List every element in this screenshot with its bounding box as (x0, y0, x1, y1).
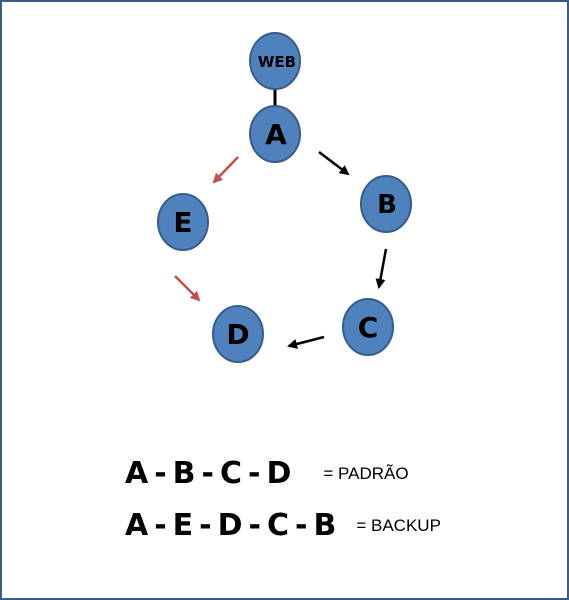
node-b-label: B (377, 190, 397, 220)
legend-backup-sequence: A - E - D - C - B (125, 508, 336, 543)
node-e: E (157, 193, 209, 251)
seq-item: C (220, 456, 243, 491)
legend-backup: A - E - D - C - B = BACKUP (125, 508, 441, 543)
node-c: C (342, 298, 394, 356)
seq-separator: - (154, 456, 167, 491)
arrow-b-c (375, 248, 388, 289)
arrow-e-d (174, 275, 201, 302)
seq-item: E (172, 508, 194, 543)
seq-item: A (125, 456, 149, 491)
node-a-label: A (265, 118, 287, 151)
seq-separator: - (248, 508, 261, 543)
seq-separator: - (199, 508, 212, 543)
seq-item: D (217, 508, 243, 543)
node-c-label: C (358, 311, 379, 344)
node-b: B (360, 175, 412, 233)
node-d: D (212, 305, 264, 363)
arrow-c-d (287, 335, 325, 349)
seq-separator: - (248, 456, 261, 491)
node-e-label: E (173, 206, 192, 239)
seq-item: C (266, 508, 290, 543)
node-web: WEB (249, 32, 301, 90)
seq-separator: - (201, 456, 214, 491)
seq-item: B (172, 456, 196, 491)
legend-backup-label: = BACKUP (356, 515, 441, 535)
node-a: A (249, 105, 301, 163)
node-d-label: D (226, 318, 249, 351)
legend-primary: A - B - C - D = PADRÃO (125, 456, 409, 491)
seq-separator: - (154, 508, 167, 543)
legend-primary-sequence: A - B - C - D (125, 456, 291, 491)
seq-separator: - (295, 508, 308, 543)
arrow-a-b (318, 151, 350, 176)
seq-item: B (313, 508, 337, 543)
legend-primary-label: = PADRÃO (323, 463, 409, 483)
seq-item: A (125, 508, 149, 543)
node-web-label: WEB (258, 53, 296, 71)
seq-item: D (266, 456, 292, 491)
arrow-a-e (212, 156, 239, 184)
